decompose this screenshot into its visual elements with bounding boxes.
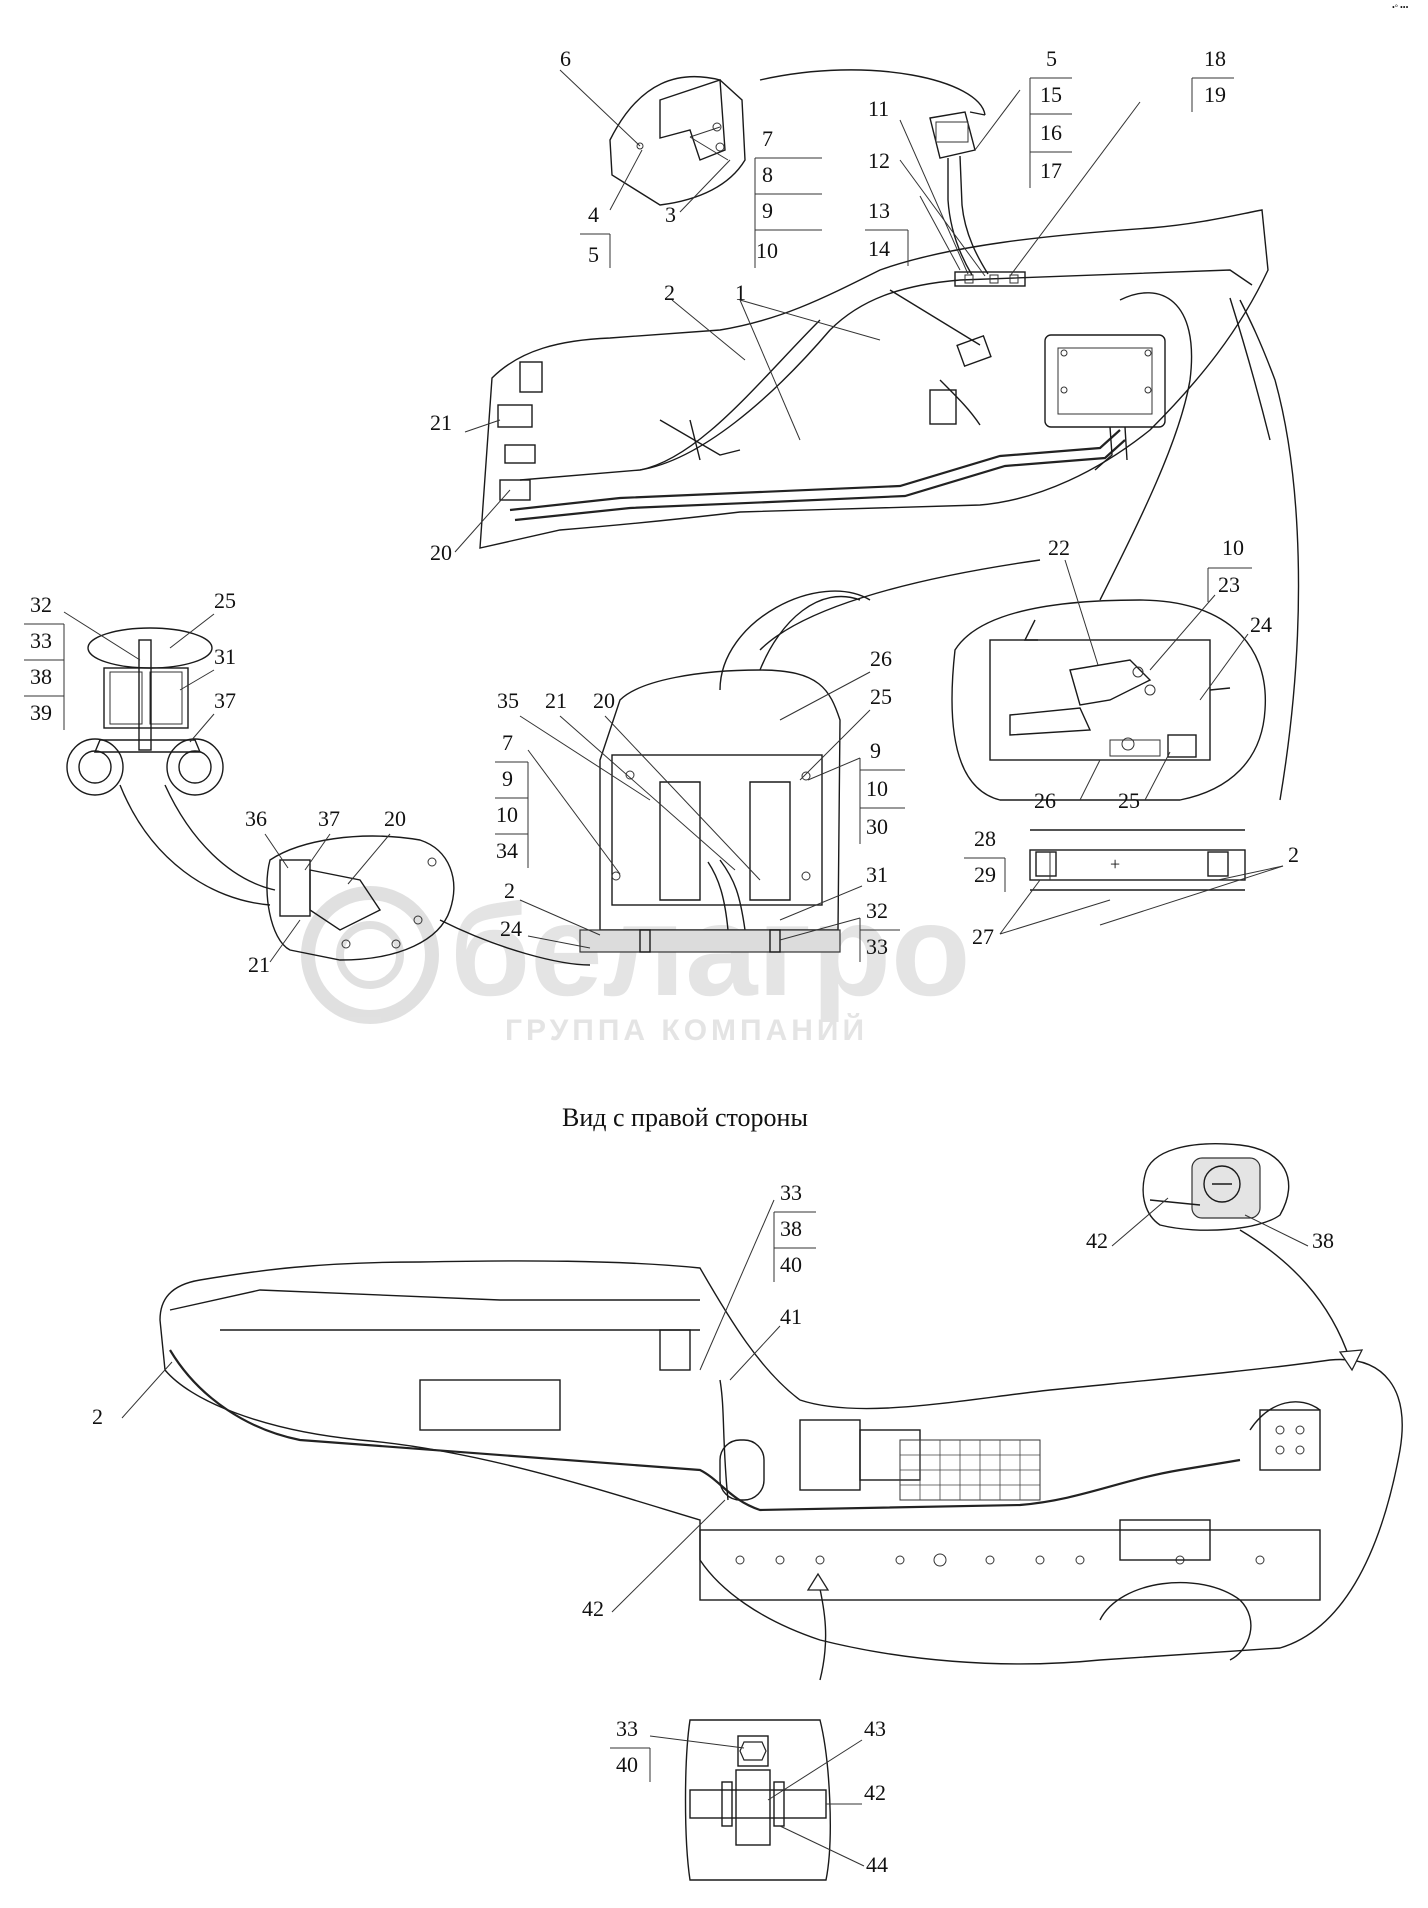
callout-8: 8 (762, 162, 773, 187)
callout-2-bottom: 2 (92, 1404, 103, 1429)
callout-31: 31 (214, 644, 236, 669)
callout-4: 4 (588, 202, 599, 227)
callout-38-detail: 38 (1312, 1228, 1334, 1253)
callout-29: 29 (974, 862, 996, 887)
callout-13: 13 (868, 198, 890, 223)
callout-34: 34 (496, 838, 518, 863)
callout-9-center: 9 (502, 766, 513, 791)
callout-7-center: 7 (502, 730, 513, 755)
callout-44: 44 (866, 1852, 888, 1877)
callout-27: 27 (972, 924, 994, 949)
callout-15: 15 (1040, 82, 1062, 107)
callout-5a: 5 (588, 242, 599, 267)
callout-24: 24 (1250, 612, 1272, 637)
callout-42-clip: 42 (864, 1780, 886, 1805)
view-title: Вид с правой стороны (562, 1103, 808, 1132)
callout-14: 14 (868, 236, 890, 261)
header-mark: •° ••• (1392, 3, 1409, 12)
callout-11: 11 (868, 96, 889, 121)
callout-6: 6 (560, 46, 571, 71)
callout-28: 28 (974, 826, 996, 851)
callout-7: 7 (762, 126, 773, 151)
bottom-callouts: 33 38 40 41 2 42 (92, 1180, 816, 1621)
terminal-clamp-detail: 36 37 20 21 (245, 806, 591, 977)
callout-33-center: 33 (866, 934, 888, 959)
callout-33: 33 (30, 628, 52, 653)
callout-39: 39 (30, 700, 52, 725)
callout-1: 1 (735, 280, 746, 305)
callout-17: 17 (1040, 158, 1062, 183)
callout-20-clamp: 20 (384, 806, 406, 831)
top-callouts: 6 7 8 9 10 4 5 3 5 15 16 17 18 19 11 12 … (430, 46, 1234, 565)
callout-16: 16 (1040, 120, 1062, 145)
callout-32: 32 (30, 592, 52, 617)
negative-terminal-detail: 42 38 (1086, 1143, 1334, 1253)
callout-21-center: 21 (545, 688, 567, 713)
callout-40-bottom: 40 (780, 1252, 802, 1277)
watermark-subtitle: ГРУППА КОМПАНИЙ (505, 1013, 868, 1047)
callout-25-left: 25 (214, 588, 236, 613)
callout-26-center: 26 (870, 646, 892, 671)
callout-5b: 5 (1046, 46, 1057, 71)
callout-19: 19 (1204, 82, 1226, 107)
callout-25: 25 (1118, 788, 1140, 813)
callout-18: 18 (1204, 46, 1226, 71)
battery-box-callouts: 22 10 23 24 26 25 (1034, 535, 1272, 813)
callout-20-center: 20 (593, 688, 615, 713)
callout-42-detail: 42 (1086, 1228, 1108, 1253)
callout-40-clip: 40 (616, 1752, 638, 1777)
callout-33-bottom: 33 (780, 1180, 802, 1205)
callout-3: 3 (665, 202, 676, 227)
callout-2-center: 2 (504, 878, 515, 903)
callout-21-clamp: 21 (248, 952, 270, 977)
callout-2-clamp: 2 (1288, 842, 1299, 867)
callout-10-right: 10 (866, 776, 888, 801)
callout-21-top: 21 (430, 410, 452, 435)
callout-37-clamp: 37 (318, 806, 340, 831)
callout-42-bottom: 42 (582, 1596, 604, 1621)
callout-41: 41 (780, 1304, 802, 1329)
top-leader-lines (454, 69, 1141, 553)
callout-12: 12 (868, 148, 890, 173)
callout-33-clip: 33 (616, 1716, 638, 1741)
cab-interior-view (479, 69, 1300, 801)
callout-36: 36 (245, 806, 267, 831)
chassis-side-view (159, 1229, 1403, 1681)
battery-box-center: 35 21 20 26 25 7 9 10 34 2 24 9 10 30 31… (495, 590, 905, 962)
callout-22: 22 (1048, 535, 1070, 560)
callout-10-mid: 10 (1222, 535, 1244, 560)
callout-24-center: 24 (500, 916, 522, 941)
callout-32-center: 32 (866, 898, 888, 923)
callout-2-top: 2 (664, 280, 675, 305)
cable-clip-detail: 33 40 43 42 44 (610, 1716, 888, 1881)
callout-26: 26 (1034, 788, 1056, 813)
clamp-plus-mark: + (1110, 854, 1120, 874)
callout-38: 38 (30, 664, 52, 689)
callout-10: 10 (756, 238, 778, 263)
callout-25-center: 25 (870, 684, 892, 709)
frame-clamp-detail: + 28 29 2 27 (964, 826, 1299, 949)
insulator-detail: 32 33 38 39 25 31 37 (24, 588, 276, 906)
callout-23: 23 (1218, 572, 1240, 597)
battery-box-detail (759, 559, 1266, 801)
callout-30: 30 (866, 814, 888, 839)
callout-31-center: 31 (866, 862, 888, 887)
callout-10-center: 10 (496, 802, 518, 827)
callout-9-right: 9 (870, 738, 881, 763)
callout-35: 35 (497, 688, 519, 713)
callout-38-bottom: 38 (780, 1216, 802, 1241)
callout-9: 9 (762, 198, 773, 223)
callout-20-top: 20 (430, 540, 452, 565)
callout-37: 37 (214, 688, 236, 713)
callout-43: 43 (864, 1716, 886, 1741)
